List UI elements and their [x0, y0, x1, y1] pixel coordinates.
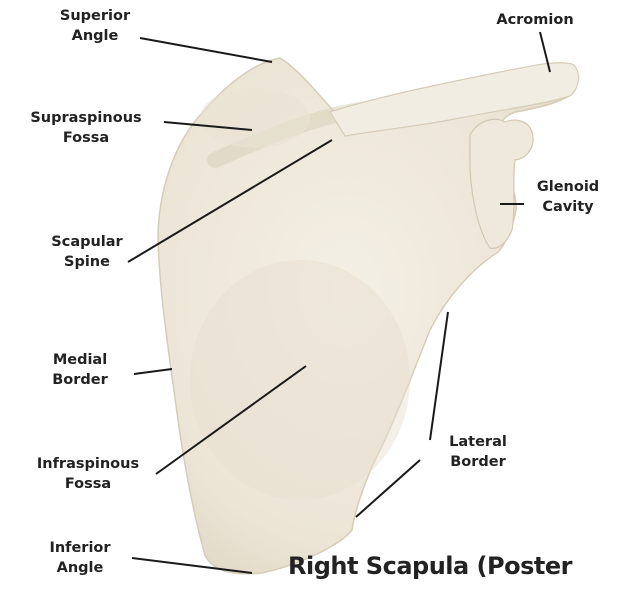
figure-caption: Right Scapula (Poster [288, 552, 572, 580]
leader-superior-angle [140, 38, 272, 62]
label-acromion: Acromion [480, 10, 590, 30]
leader-medial-border [134, 369, 172, 374]
supraspinous-shading [200, 88, 310, 148]
leader-lateral-border [430, 312, 448, 440]
fossa-shading [190, 260, 410, 500]
